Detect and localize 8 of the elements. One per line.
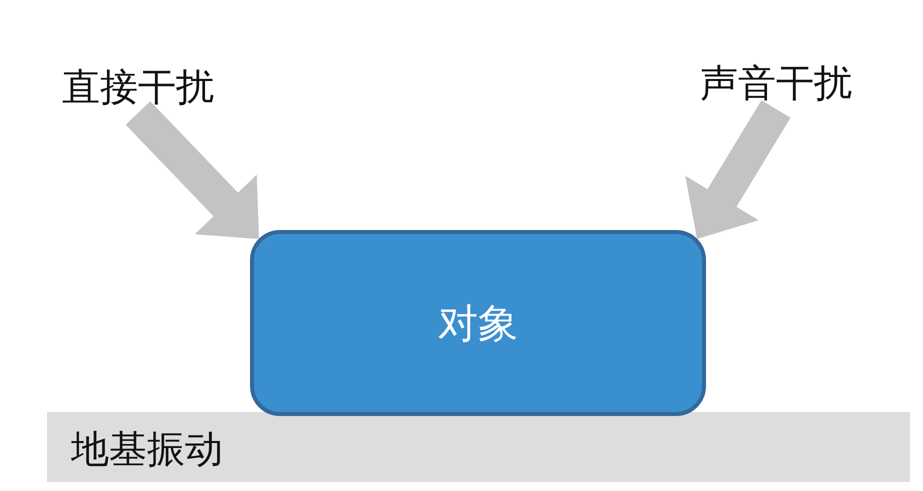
object-label: 对象 xyxy=(438,300,518,348)
object-box xyxy=(250,230,706,416)
disturbance-label: 声音干扰 xyxy=(700,61,852,105)
block-arrow xyxy=(126,101,259,239)
block-arrow xyxy=(685,100,790,239)
ground-label: 地基振动 xyxy=(71,427,223,471)
disturbance-label: 直接干扰 xyxy=(62,65,214,109)
ground-band xyxy=(47,412,910,482)
